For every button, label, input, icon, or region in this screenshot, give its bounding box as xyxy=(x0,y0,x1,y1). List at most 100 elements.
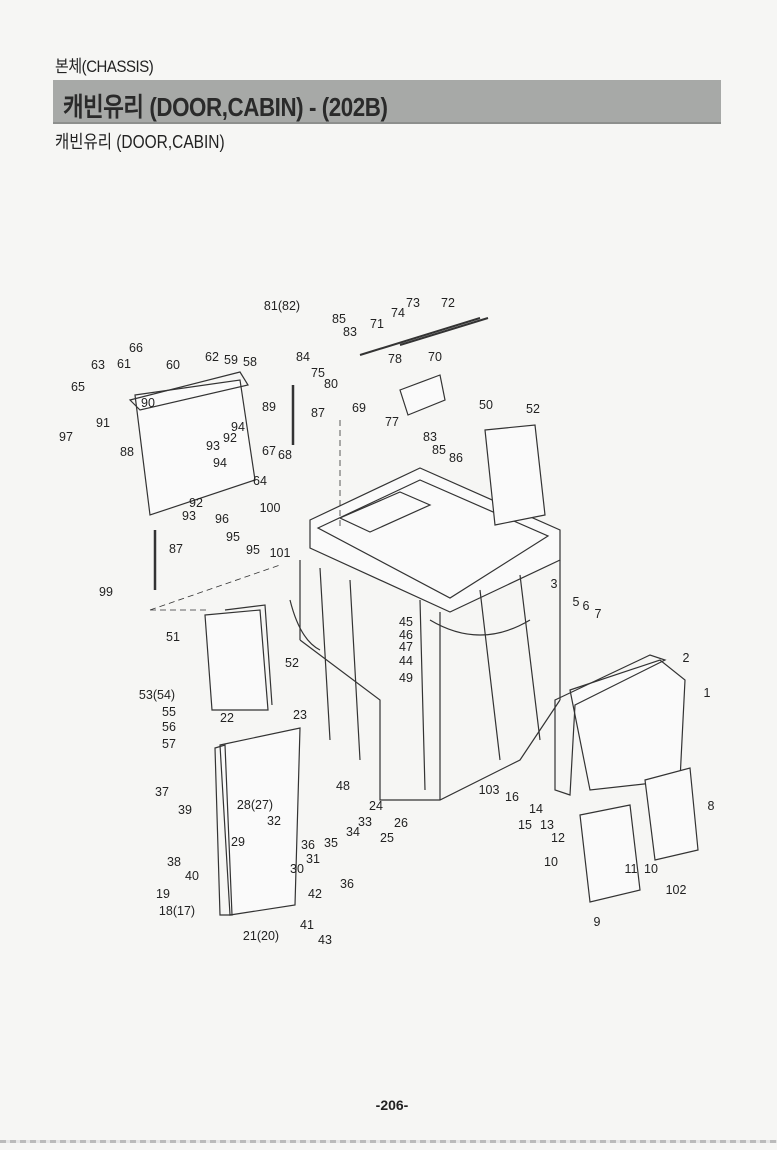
part-callout: 92 xyxy=(189,496,203,510)
part-callout: 57 xyxy=(162,737,176,751)
part-callout: 2 xyxy=(682,651,690,665)
part-callout: 94 xyxy=(231,420,245,434)
part-callout: 28(27) xyxy=(236,798,274,812)
part-callout: 94 xyxy=(213,456,227,470)
part-callout: 95 xyxy=(246,543,260,557)
part-callout: 102 xyxy=(665,883,687,897)
part-callout: 41 xyxy=(300,918,314,932)
part-callout: 71 xyxy=(370,317,384,331)
part-callout: 60 xyxy=(166,358,180,372)
part-callout: 37 xyxy=(155,785,169,799)
part-callout: 84 xyxy=(296,350,310,364)
part-callout: 18(17) xyxy=(158,904,196,918)
part-callout: 56 xyxy=(162,720,176,734)
part-callout: 97 xyxy=(59,430,73,444)
part-callout: 93 xyxy=(206,439,220,453)
part-callout: 35 xyxy=(324,836,338,850)
part-callout: 19 xyxy=(156,887,170,901)
part-callout: 73 xyxy=(406,296,420,310)
title-bar: 캐빈유리 (DOOR,CABIN) - (202B) xyxy=(53,80,721,124)
part-callout: 80 xyxy=(324,377,338,391)
part-callout: 16 xyxy=(505,790,519,804)
part-callout: 64 xyxy=(253,474,267,488)
part-callout: 5 xyxy=(572,595,580,609)
part-callout: 42 xyxy=(308,887,322,901)
part-callout: 86 xyxy=(449,451,463,465)
part-callout: 69 xyxy=(352,401,366,415)
part-callout: 46 xyxy=(399,628,413,642)
part-callout: 59 xyxy=(224,353,238,367)
part-callout: 100 xyxy=(259,501,281,515)
part-callout: 58 xyxy=(243,355,257,369)
part-callout: 68 xyxy=(278,448,292,462)
part-callout: 78 xyxy=(388,352,402,366)
part-callout: 30 xyxy=(290,862,304,876)
part-callout: 11 xyxy=(624,862,638,876)
part-callout: 83 xyxy=(343,325,357,339)
part-callout: 83 xyxy=(423,430,437,444)
part-callout: 103 xyxy=(478,783,500,797)
part-callout: 23 xyxy=(293,708,307,722)
subtitle: 캐빈유리 (DOOR,CABIN) xyxy=(55,132,225,152)
part-callout: 96 xyxy=(215,512,229,526)
part-callout: 66 xyxy=(129,341,143,355)
part-callout: 39 xyxy=(178,803,192,817)
part-callout: 10 xyxy=(644,862,658,876)
part-callout: 72 xyxy=(441,296,455,310)
part-callout: 49 xyxy=(399,671,413,685)
part-callout: 89 xyxy=(262,400,276,414)
part-callout: 75 xyxy=(311,366,325,380)
part-callout: 3 xyxy=(550,577,558,591)
part-callout: 48 xyxy=(336,779,350,793)
part-callout: 87 xyxy=(311,406,325,420)
part-callout: 47 xyxy=(399,640,413,654)
part-callout: 93 xyxy=(182,509,196,523)
part-callout: 38 xyxy=(167,855,181,869)
part-callout: 6 xyxy=(582,599,590,613)
part-callout: 90 xyxy=(141,396,155,410)
part-callout: 95 xyxy=(226,530,240,544)
part-callout: 25 xyxy=(380,831,394,845)
part-callout: 55 xyxy=(162,705,176,719)
part-callout: 85 xyxy=(432,443,446,457)
part-callout: 50 xyxy=(479,398,493,412)
part-callout: 52 xyxy=(526,402,540,416)
part-callout: 7 xyxy=(594,607,602,621)
part-callout: 45 xyxy=(399,615,413,629)
part-callout: 36 xyxy=(340,877,354,891)
part-callout: 22 xyxy=(220,711,234,725)
part-callout: 91 xyxy=(96,416,110,430)
part-callout: 61 xyxy=(117,357,131,371)
scan-edge xyxy=(0,1140,777,1143)
part-callout: 77 xyxy=(385,415,399,429)
part-callout: 13 xyxy=(540,818,554,832)
section-heading: 본체(CHASSIS) xyxy=(55,57,154,76)
part-callout: 32 xyxy=(267,814,281,828)
part-callout: 21(20) xyxy=(242,929,280,943)
part-callout: 15 xyxy=(518,818,532,832)
part-callout: 44 xyxy=(399,654,413,668)
page-number: -206- xyxy=(375,1097,409,1113)
part-callout: 12 xyxy=(551,831,565,845)
part-callout: 8 xyxy=(707,799,715,813)
part-callout: 88 xyxy=(120,445,134,459)
part-callout: 52 xyxy=(285,656,299,670)
part-callout: 85 xyxy=(332,312,346,326)
part-callout: 33 xyxy=(358,815,372,829)
part-callout: 1 xyxy=(703,686,711,700)
part-callout: 24 xyxy=(369,799,383,813)
part-callout: 101 xyxy=(269,546,291,560)
part-callout: 40 xyxy=(185,869,199,883)
page-title: 캐빈유리 (DOOR,CABIN) - (202B) xyxy=(63,92,388,122)
part-callout: 10 xyxy=(544,855,558,869)
part-callout: 67 xyxy=(262,444,276,458)
part-callout: 62 xyxy=(205,350,219,364)
part-callout: 74 xyxy=(391,306,405,320)
part-callout: 53(54) xyxy=(138,688,176,702)
part-callout: 29 xyxy=(231,835,245,849)
part-callout: 87 xyxy=(169,542,183,556)
part-callout: 65 xyxy=(71,380,85,394)
part-callout: 51 xyxy=(166,630,180,644)
part-callout: 92 xyxy=(223,431,237,445)
part-callout: 14 xyxy=(529,802,543,816)
